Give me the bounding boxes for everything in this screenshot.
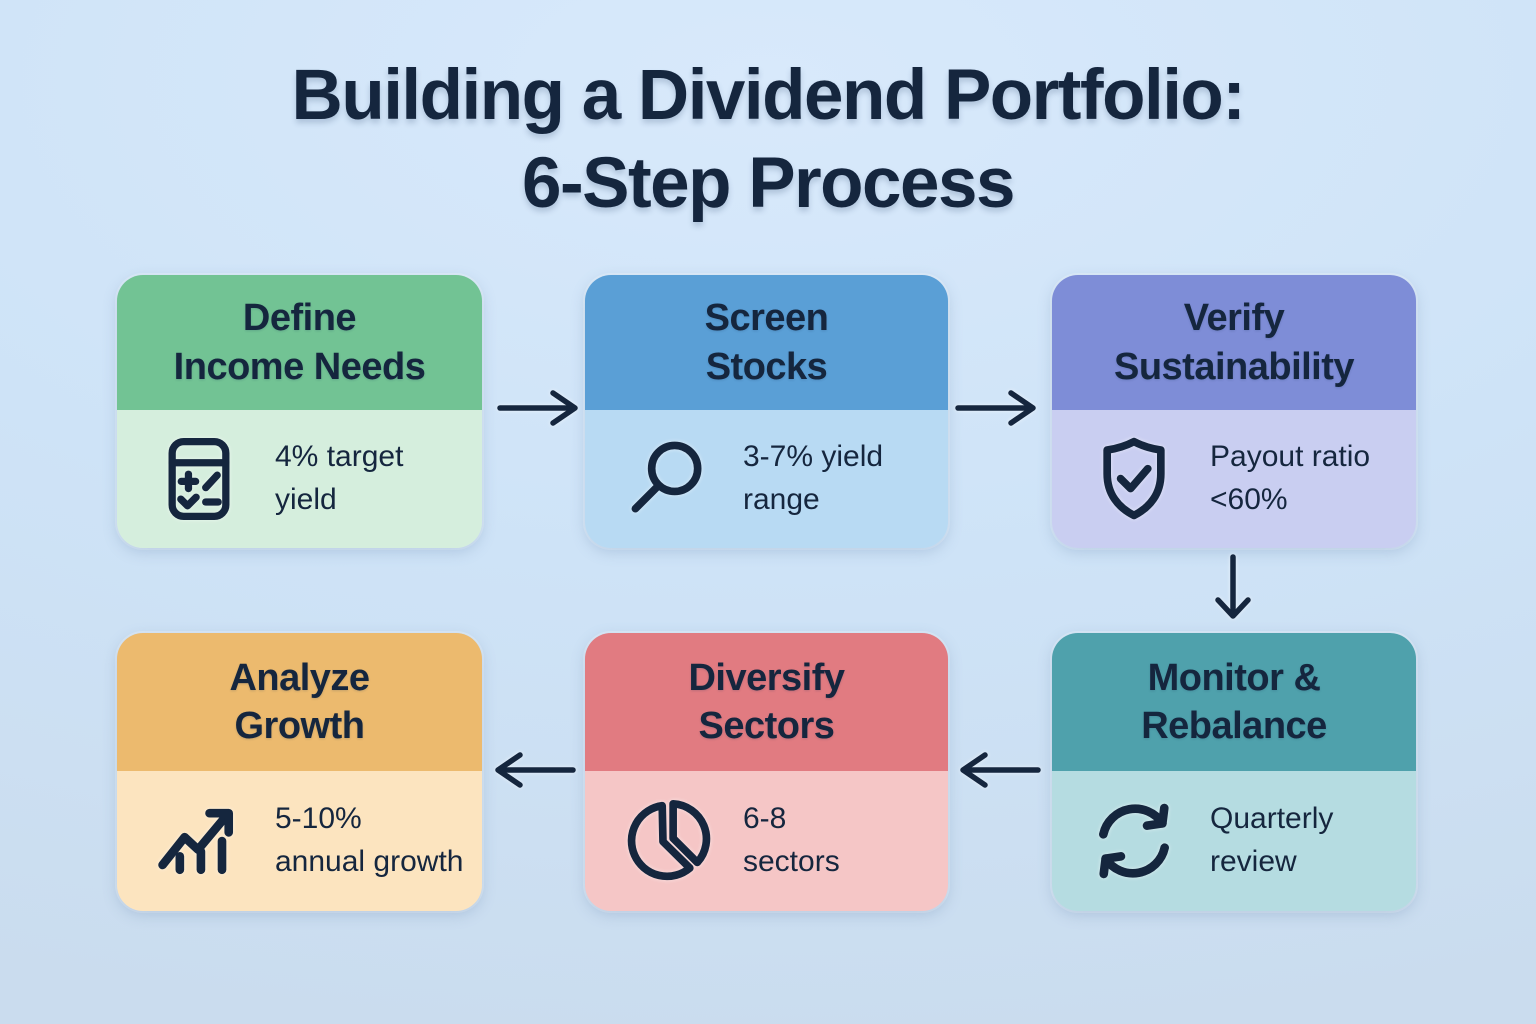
step-body: 4% target yield <box>117 410 482 548</box>
step-header: Define Income Needs <box>117 275 482 411</box>
page-title-line: 6-Step Process <box>521 144 1016 224</box>
step-body: 5-10% annual growth <box>117 770 482 911</box>
flow-arrow-left-icon <box>953 748 1043 792</box>
flow-arrow-right-icon <box>953 386 1043 430</box>
step-detail-line: 4% target <box>275 440 404 474</box>
step-detail: 3-7% yield range <box>743 436 883 521</box>
step-title-line: Define <box>242 297 357 340</box>
step-detail-line: Quarterly <box>1210 802 1334 836</box>
step-title-line: Income Needs <box>173 345 426 388</box>
step-detail-line: annual growth <box>275 844 464 878</box>
step-title: Screen Stocks <box>705 294 829 391</box>
flow-arrow-left-icon <box>488 748 578 792</box>
step-detail-line: review <box>1210 844 1297 878</box>
step-card-diversify-sectors: Diversify Sectors 6-8 sectors <box>585 633 948 911</box>
step-title: Monitor & Rebalance <box>1141 654 1327 751</box>
step-detail-line: Payout ratio <box>1210 440 1371 474</box>
step-title-line: Diversify <box>688 656 845 699</box>
calculator-icon <box>153 433 245 525</box>
step-title: Verify Sustainability <box>1113 294 1355 391</box>
step-title: Define Income Needs <box>174 294 426 391</box>
step-detail-line: 6-8 <box>743 802 787 836</box>
step-header: Screen Stocks <box>585 275 948 411</box>
refresh-icon <box>1088 795 1180 887</box>
step-title-line: Verify <box>1183 297 1285 340</box>
step-detail: 5-10% annual growth <box>275 798 463 883</box>
step-title-line: Screen <box>704 297 829 340</box>
step-detail-line: range <box>743 483 820 517</box>
pie-chart-icon <box>621 795 713 887</box>
flow-arrow-down-icon <box>1211 552 1255 624</box>
step-body: 3-7% yield range <box>585 410 948 548</box>
step-title: Analyze Growth <box>229 654 370 751</box>
step-detail: 6-8 sectors <box>743 798 840 883</box>
step-card-verify-sustainability: Verify Sustainability Payout ratio <60% <box>1052 275 1416 548</box>
step-detail-line: yield <box>275 483 337 517</box>
growth-chart-icon <box>153 795 245 887</box>
step-header: Diversify Sectors <box>585 633 948 771</box>
step-detail-line: 5-10% <box>275 802 362 836</box>
step-detail-line: <60% <box>1210 483 1288 517</box>
step-title-line: Rebalance <box>1141 704 1327 747</box>
step-title-line: Analyze <box>229 656 370 699</box>
step-title-line: Monitor & <box>1147 656 1321 699</box>
step-detail-line: sectors <box>743 844 840 878</box>
step-title-line: Stocks <box>705 345 828 388</box>
step-header: Analyze Growth <box>117 633 482 771</box>
magnifier-icon <box>621 433 713 525</box>
page-title: Building a Dividend Portfolio: 6-Step Pr… <box>0 52 1536 228</box>
step-detail-line: 3-7% yield <box>743 440 884 474</box>
step-body: Payout ratio <60% <box>1052 410 1416 548</box>
flow-arrow-right-icon <box>495 386 585 430</box>
step-title-line: Sustainability <box>1113 345 1355 388</box>
step-detail: Quarterly review <box>1210 798 1333 883</box>
step-detail: 4% target yield <box>275 436 403 521</box>
step-detail: Payout ratio <60% <box>1210 436 1370 521</box>
step-title: Diversify Sectors <box>688 654 845 751</box>
step-title-line: Sectors <box>698 704 835 747</box>
page-title-line: Building a Dividend Portfolio: <box>291 56 1246 135</box>
shield-check-icon <box>1088 433 1180 525</box>
step-header: Verify Sustainability <box>1052 275 1416 411</box>
step-title-line: Growth <box>234 704 365 747</box>
step-card-analyze-growth: Analyze Growth 5-10% annual growth <box>117 633 482 911</box>
step-card-monitor-rebalance: Monitor & Rebalance Quarterly review <box>1052 633 1416 911</box>
step-card-screen-stocks: Screen Stocks 3-7% yield range <box>585 275 948 548</box>
step-header: Monitor & Rebalance <box>1052 633 1416 771</box>
step-card-define-income-needs: Define Income Needs 4% target yield <box>117 275 482 548</box>
step-body: Quarterly review <box>1052 770 1416 911</box>
step-body: 6-8 sectors <box>585 770 948 911</box>
